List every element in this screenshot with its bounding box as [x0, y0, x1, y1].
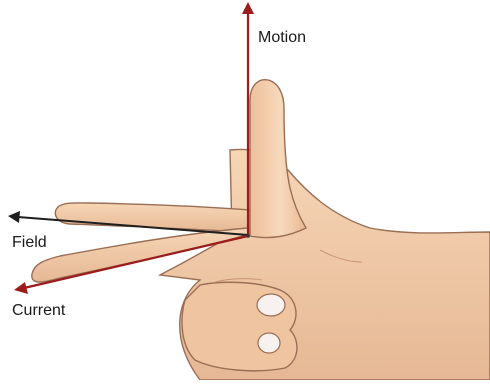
current-label: Current	[12, 303, 65, 319]
thumb	[250, 80, 306, 238]
fingernail-upper	[257, 294, 285, 316]
field-label: Field	[12, 235, 47, 251]
curled-fingers	[182, 282, 297, 371]
fingernail-lower	[258, 333, 280, 353]
motion-label: Motion	[258, 30, 306, 46]
origin-point	[246, 234, 250, 238]
